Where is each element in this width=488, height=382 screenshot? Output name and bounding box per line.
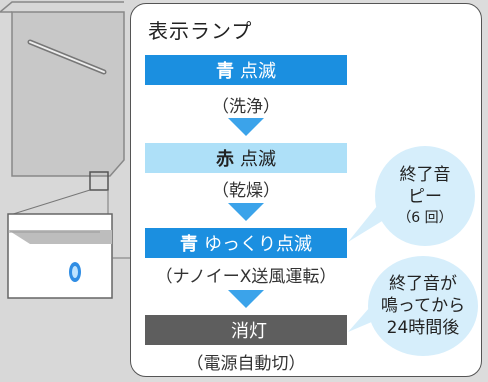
stage-wash-caption: （洗浄）: [212, 97, 280, 117]
stage-fan-caption: （ナノイーX送風運転）: [155, 267, 337, 287]
stage-wash-box: 青 点滅: [145, 55, 347, 85]
auto-off-bubble: 終了音が 鳴ってから 24時間後: [368, 256, 478, 356]
bubble-line: 終了音: [399, 165, 451, 185]
stage-state: 点滅: [240, 61, 276, 82]
stage-state: 点滅: [240, 149, 276, 170]
stage-state: ゆっくり点滅: [204, 234, 312, 255]
stage-color: 赤: [216, 149, 234, 170]
bubble-sub: （6 回）: [397, 210, 453, 226]
stage-off-box: 消灯: [145, 315, 347, 345]
bubble-line: ピー: [408, 187, 442, 207]
down-arrow-icon: [228, 118, 264, 136]
end-sound-bubble: 終了音 ピー （6 回）: [375, 146, 475, 246]
bubble-line: 終了音が: [389, 274, 457, 294]
bubble-line: 鳴ってから: [380, 296, 466, 316]
down-arrow-icon: [228, 290, 264, 308]
stage-off-caption: （電源自動切）: [186, 354, 306, 374]
stage-dry-caption: （乾燥）: [212, 181, 280, 201]
panel-title: 表示ランプ: [148, 19, 253, 43]
stage-dry-box: 赤 点滅: [145, 143, 347, 173]
bubble-line: 24時間後: [386, 318, 460, 338]
down-arrow-icon: [228, 203, 264, 221]
dishwasher-illustration: [0, 0, 140, 382]
stage-state: 消灯: [231, 321, 267, 342]
stage-color: 青: [216, 61, 234, 82]
stage-color: 青: [180, 234, 198, 255]
stage-fan-box: 青 ゆっくり点滅: [145, 228, 347, 258]
